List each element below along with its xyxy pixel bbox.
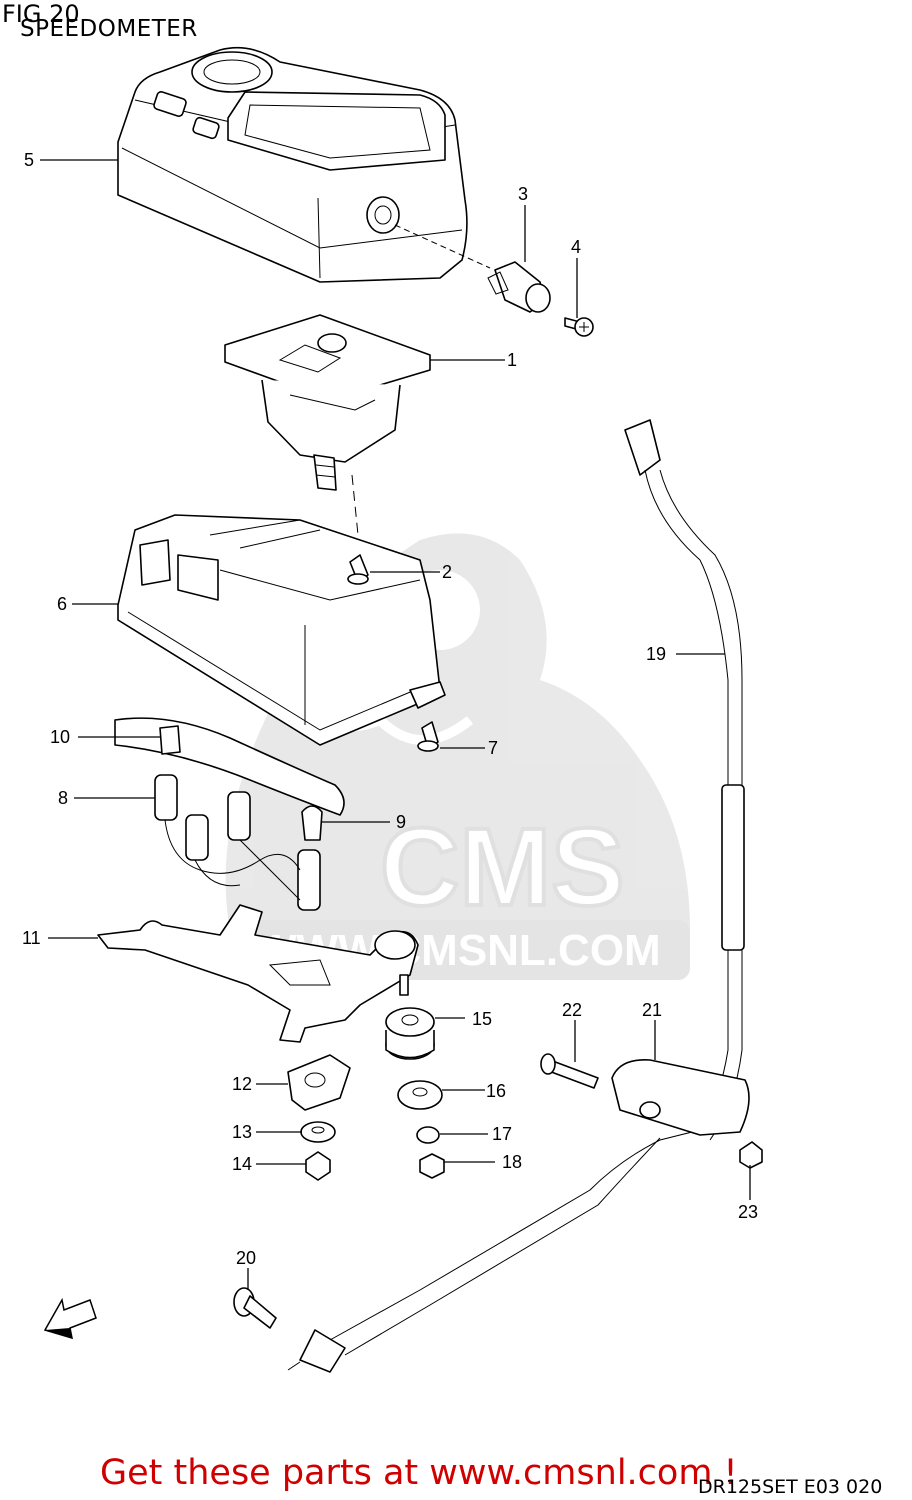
callout-15: 15 bbox=[472, 1009, 492, 1029]
callout-1: 1 bbox=[507, 350, 517, 370]
part-23-nut bbox=[739, 1141, 763, 1169]
part-13-washer bbox=[300, 1121, 336, 1143]
leader-lines bbox=[40, 159, 751, 1290]
part-1-meter-unit bbox=[224, 314, 431, 491]
part-8-bulb-socket bbox=[154, 774, 321, 911]
part-19-speedometer-cable bbox=[287, 419, 745, 1373]
callout-labels: 5 3 4 1 2 6 19 10 7 8 9 11 22 21 15 12 1… bbox=[22, 150, 758, 1268]
part-18-nut bbox=[419, 1153, 445, 1179]
callout-13: 13 bbox=[232, 1122, 252, 1142]
part-21-cable-guide bbox=[611, 1059, 750, 1136]
promo-banner[interactable]: Get these parts at www.cmsnl.com ! bbox=[100, 1453, 738, 1493]
figure-number: FIG 20 bbox=[2, 0, 80, 28]
callout-17: 17 bbox=[492, 1124, 512, 1144]
callout-11: 11 bbox=[22, 928, 41, 948]
section-title: SPEEDOMETER bbox=[20, 16, 198, 42]
callout-3: 3 bbox=[518, 184, 528, 204]
part-15-grommet bbox=[385, 1007, 435, 1060]
catalog-code: DR125SET E03 020 bbox=[698, 1476, 883, 1498]
part-6-lower-case bbox=[117, 514, 446, 746]
callout-2: 2 bbox=[442, 562, 452, 582]
callout-20: 20 bbox=[236, 1248, 256, 1268]
part-11-bracket bbox=[97, 904, 419, 1043]
callout-5: 5 bbox=[24, 150, 34, 170]
callout-9: 9 bbox=[396, 812, 406, 832]
part-9-bulb bbox=[301, 805, 323, 841]
part-16-washer bbox=[397, 1080, 443, 1110]
callout-21: 21 bbox=[642, 1000, 662, 1020]
callout-18: 18 bbox=[502, 1152, 522, 1172]
watermark-big-text: CMS bbox=[380, 806, 624, 929]
part-22-bolt bbox=[540, 1053, 599, 1089]
part-10-wiring-harness bbox=[114, 717, 345, 816]
part-20-screw bbox=[233, 1287, 277, 1329]
fwd-arrow-icon bbox=[43, 1297, 97, 1340]
callout-16: 16 bbox=[486, 1081, 506, 1101]
callout-10: 10 bbox=[50, 727, 70, 747]
callout-6: 6 bbox=[57, 594, 67, 614]
part-12-clamp bbox=[287, 1054, 351, 1111]
part-5-meter-case bbox=[117, 46, 491, 283]
callout-7: 7 bbox=[488, 738, 498, 758]
part-17-washer bbox=[416, 1126, 440, 1144]
part-14-nut bbox=[305, 1151, 331, 1181]
callout-19: 19 bbox=[646, 644, 666, 664]
callout-4: 4 bbox=[571, 237, 581, 257]
callout-14: 14 bbox=[232, 1154, 252, 1174]
part-7-screw bbox=[417, 721, 439, 752]
callout-8: 8 bbox=[58, 788, 68, 808]
part-4-screw bbox=[564, 317, 594, 337]
part-3-gear-fitting bbox=[487, 261, 551, 313]
part-2-screw bbox=[347, 554, 369, 585]
callout-12: 12 bbox=[232, 1074, 252, 1094]
callout-23: 23 bbox=[738, 1202, 758, 1222]
callout-22: 22 bbox=[562, 1000, 582, 1020]
